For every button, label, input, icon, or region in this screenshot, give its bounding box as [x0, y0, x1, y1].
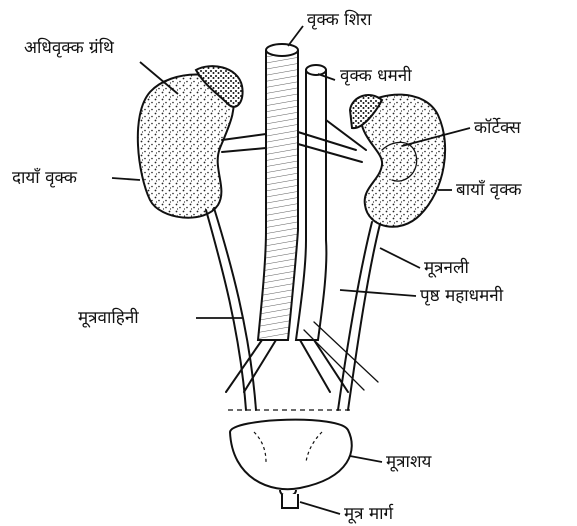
- label-ureter-duct: मूत्रवाहिनी: [78, 308, 139, 328]
- urinary-bladder-shape: [230, 420, 352, 496]
- urethra-shape: [282, 494, 298, 508]
- label-urinary-bladder: मूत्राशय: [386, 452, 431, 472]
- renal-vein-vessel: [258, 44, 298, 340]
- label-renal-vein: वृक्क शिरा: [307, 10, 372, 30]
- label-dorsal-aorta: पृष्ठ महाधमनी: [420, 286, 503, 306]
- label-left-kidney: बायाँ वृक्क: [456, 180, 522, 200]
- label-right-kidney: दायाँ वृक्क: [12, 168, 77, 188]
- label-ureter-tube: मूत्रनली: [424, 258, 469, 278]
- label-cortex: कॉर्टेक्स: [474, 118, 521, 138]
- label-renal-artery: वृक्क धमनी: [340, 66, 412, 86]
- renal-artery-vessel: [296, 65, 326, 340]
- label-urethra: मूत्र मार्ग: [344, 504, 393, 524]
- label-adrenal-gland: अधिवृक्क ग्रंथि: [24, 38, 114, 58]
